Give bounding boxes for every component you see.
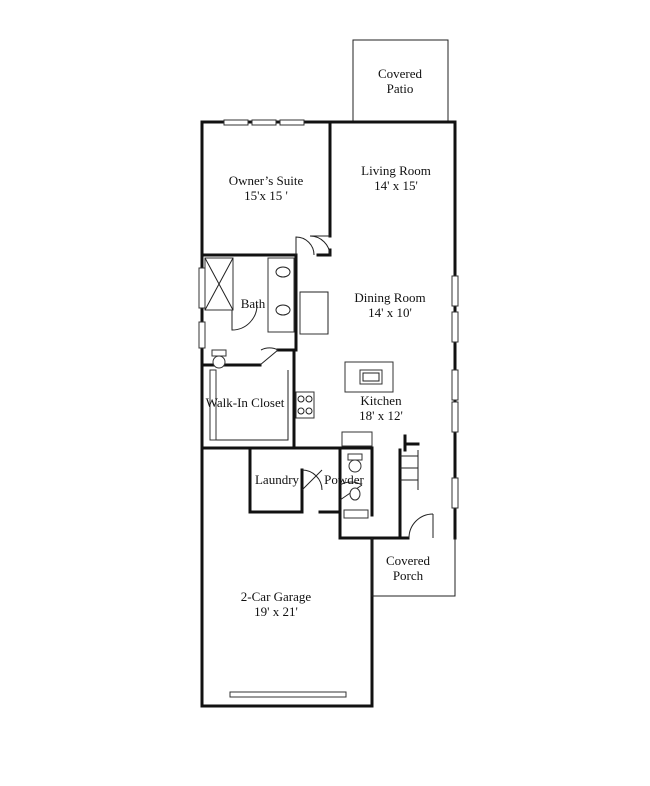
- owners-suite-size: 15'x 15 ': [244, 188, 288, 203]
- powder-name: Powder: [324, 472, 364, 487]
- dining-room-size: 14' x 10': [368, 305, 412, 320]
- stairs: [400, 450, 419, 490]
- closet-shelving: [209, 369, 289, 441]
- covered-patio-label-line2: Patio: [386, 81, 414, 96]
- living-room-name: Living Room: [361, 163, 431, 178]
- covered-patio-outline: [352, 39, 449, 122]
- kitchen-name: Kitchen: [360, 393, 402, 408]
- shower: [204, 257, 234, 311]
- bath-name: Bath: [240, 296, 266, 311]
- interior-walls: [200, 120, 420, 540]
- powder-sink: [343, 509, 369, 519]
- garage-label: 2-Car Garage 19' x 21': [241, 589, 311, 619]
- garage-name: 2-Car Garage: [240, 589, 312, 604]
- covered-patio-label-line1: Covered: [377, 66, 423, 81]
- kitchen-counter: [341, 431, 373, 447]
- covered-porch-label-line2: Porch: [392, 568, 424, 583]
- powder-label: Powder: [324, 472, 364, 487]
- covered-porch-outline: [371, 538, 456, 597]
- toilets: [211, 349, 363, 501]
- covered-porch-label-line1: Covered: [385, 553, 431, 568]
- garage-size: 19' x 21': [254, 604, 298, 619]
- owners-suite-label: Owner’s Suite 15'x 15 ': [229, 173, 304, 203]
- covered-patio-label: Covered Patio: [378, 66, 422, 96]
- owners-suite-name: Owner’s Suite: [228, 173, 304, 188]
- walk-in-closet-name: Walk-In Closet: [205, 395, 285, 410]
- laundry-name: Laundry: [254, 472, 300, 487]
- dining-room-label: Dining Room 14' x 10': [354, 290, 425, 320]
- dining-room-name: Dining Room: [354, 290, 426, 305]
- windows: [198, 119, 459, 698]
- cooktop: [295, 391, 315, 419]
- walk-in-closet-label: Walk-In Closet: [206, 395, 285, 410]
- laundry-label: Laundry: [255, 472, 299, 487]
- bath-label: Bath: [241, 296, 266, 311]
- pantry: [299, 291, 329, 335]
- living-room-size: 14' x 15': [374, 178, 418, 193]
- covered-porch-label: Covered Porch: [386, 553, 430, 583]
- kitchen-label: Kitchen 18' x 12': [359, 393, 403, 423]
- living-room-label: Living Room 14' x 15': [361, 163, 431, 193]
- doors: [231, 235, 434, 539]
- kitchen-size: 18' x 12': [359, 408, 403, 423]
- kitchen-island: [344, 361, 394, 393]
- bath-vanity: [267, 257, 295, 333]
